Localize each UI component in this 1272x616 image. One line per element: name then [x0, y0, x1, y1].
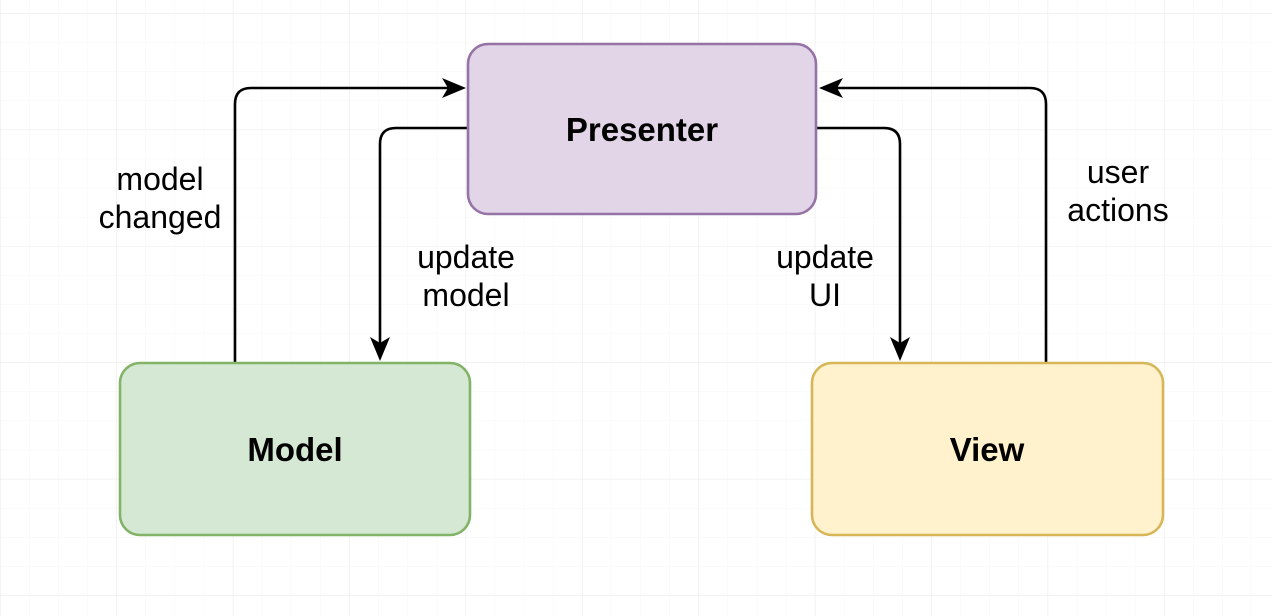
edge-update-ui: [816, 126, 910, 361]
edge-update-model: [370, 126, 468, 361]
presenter-node: [466, 42, 818, 216]
edge-label-update-model-line2: model: [422, 277, 509, 313]
edge-label-update-ui-line1: update: [776, 239, 874, 275]
edge-user-actions: [819, 78, 1048, 363]
model-node: [118, 361, 472, 537]
nodes-layer: Presenter Model View: [118, 42, 1165, 537]
edge-label-model-changed-line2: changed: [99, 199, 222, 235]
edge-labels-layer: model changed update model update UI use…: [99, 154, 1169, 313]
edges-layer: [233, 78, 1048, 363]
model-node-label: Model: [247, 431, 342, 468]
edge-label-update-model-line1: update: [417, 239, 515, 275]
edge-label-user-actions-line1: user: [1087, 154, 1150, 190]
edge-model-changed: [233, 78, 466, 363]
edge-label-model-changed-line1: model: [116, 161, 203, 197]
edge-label-user-actions-line2: actions: [1067, 192, 1168, 228]
view-node-label: View: [950, 431, 1025, 468]
view-node: [810, 361, 1165, 537]
edge-label-update-ui-line2: UI: [809, 277, 841, 313]
presenter-node-label: Presenter: [566, 111, 718, 148]
